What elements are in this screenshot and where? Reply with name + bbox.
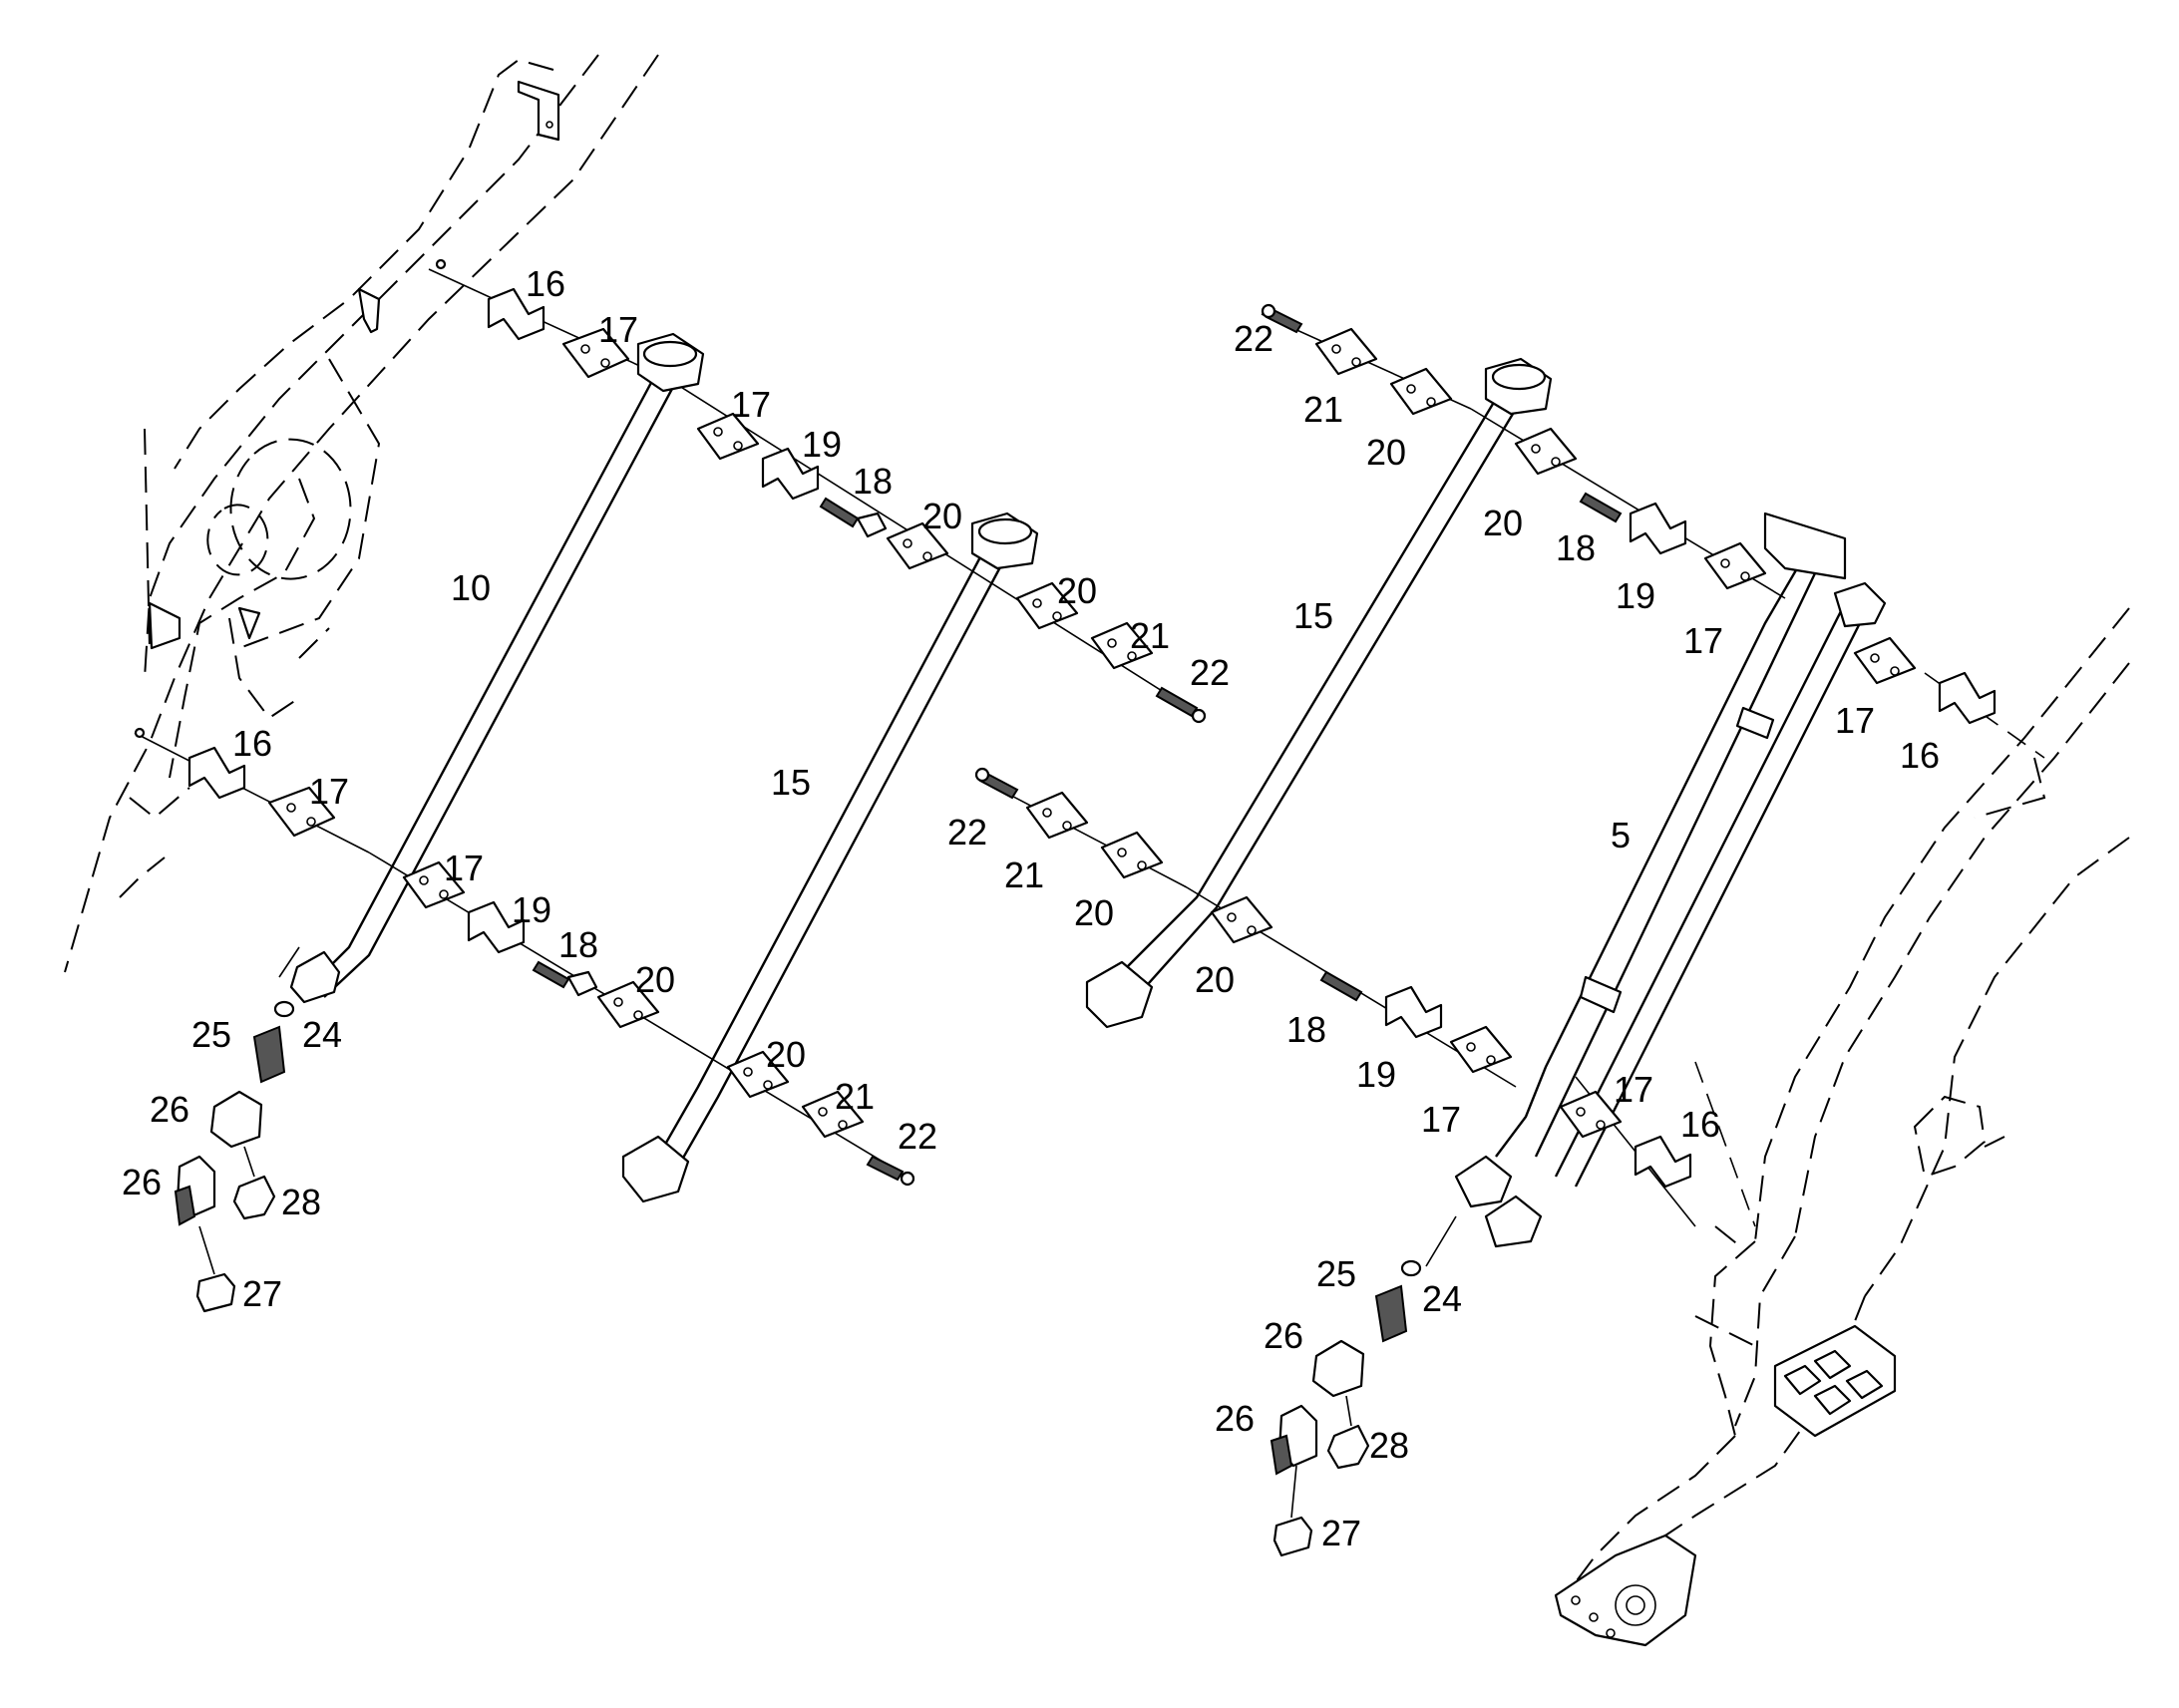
small-bracket-top-left	[148, 80, 560, 650]
callout-label: 17	[309, 771, 349, 812]
callout-label: 17	[1835, 700, 1875, 741]
callout-label: 18	[853, 461, 893, 502]
callout-label: 20	[1483, 503, 1523, 543]
hardware-upper-left	[435, 258, 1207, 724]
callout-label: 21	[1130, 615, 1170, 656]
callout-label: 17	[598, 309, 638, 350]
callout-label: 26	[1264, 1315, 1303, 1356]
callout-label: 20	[635, 959, 675, 1000]
callout-label: 17	[1614, 1069, 1653, 1110]
callout-label: 18	[1286, 1009, 1326, 1050]
callout-label: 17	[1683, 620, 1723, 661]
callout-label: 19	[1356, 1054, 1396, 1095]
callout-label: 5	[1611, 815, 1631, 855]
callout-label: 26	[150, 1089, 189, 1130]
callout-label: 27	[242, 1273, 282, 1314]
callout-label: 16	[1680, 1104, 1720, 1145]
callout-label: 10	[451, 567, 491, 608]
callout-label: 21	[1303, 389, 1343, 430]
hardware-upper-right	[1261, 303, 1997, 725]
lower-bracket-right	[1554, 1534, 1697, 1647]
callout-label: 20	[1195, 959, 1235, 1000]
fittings-left	[174, 1000, 295, 1313]
callout-label: 27	[1321, 1513, 1361, 1553]
callout-label: 21	[1004, 854, 1044, 895]
callout-label: 28	[1369, 1425, 1409, 1466]
callout-label: 17	[731, 384, 771, 425]
callout-label: 15	[1293, 595, 1333, 636]
callout-label: 16	[232, 723, 272, 764]
callout-labels: 16 17 17 19 18 20 10 20 21 22 15 16 17 1…	[122, 263, 1940, 1553]
callout-label: 17	[1421, 1099, 1461, 1140]
callout-label: 20	[1366, 432, 1406, 473]
tube-15-left	[621, 512, 1039, 1203]
hardware-lower-left	[134, 727, 915, 1187]
callout-label: 19	[1616, 575, 1655, 616]
tube-10	[289, 332, 705, 1004]
callout-label: 22	[1190, 652, 1230, 693]
callout-label: 25	[191, 1014, 231, 1055]
callout-label: 16	[526, 263, 565, 304]
phantom-outline-left	[64, 54, 659, 973]
callout-label: 20	[1057, 570, 1097, 611]
callout-label: 22	[898, 1116, 937, 1157]
callout-label: 19	[512, 889, 551, 930]
fittings-right	[1270, 1259, 1422, 1557]
callout-label: 17	[444, 848, 484, 888]
callout-label: 20	[922, 496, 962, 536]
foot-pedal	[1773, 1324, 1897, 1438]
callout-label: 18	[558, 924, 598, 965]
tube-15-right	[1085, 357, 1553, 1029]
callout-label: 26	[1215, 1398, 1255, 1439]
callout-label: 19	[802, 424, 842, 465]
callout-label: 18	[1556, 527, 1596, 568]
phantom-outline-right	[1565, 607, 2130, 1636]
callout-label: 22	[947, 812, 987, 853]
callout-label: 15	[771, 762, 811, 803]
callout-label: 24	[302, 1014, 342, 1055]
callout-label: 22	[1234, 318, 1273, 359]
callout-label: 16	[1900, 735, 1940, 776]
center-lines	[134, 268, 2045, 1267]
hardware-lower-right	[974, 767, 1692, 1189]
tube-5	[1454, 512, 1887, 1248]
callout-label: 21	[835, 1076, 875, 1117]
callout-label: 25	[1316, 1253, 1356, 1294]
callout-label: 20	[1074, 892, 1114, 933]
callout-label: 26	[122, 1162, 162, 1202]
callout-label: 24	[1422, 1278, 1462, 1319]
callout-label: 20	[766, 1034, 806, 1075]
callout-label: 28	[281, 1182, 321, 1222]
